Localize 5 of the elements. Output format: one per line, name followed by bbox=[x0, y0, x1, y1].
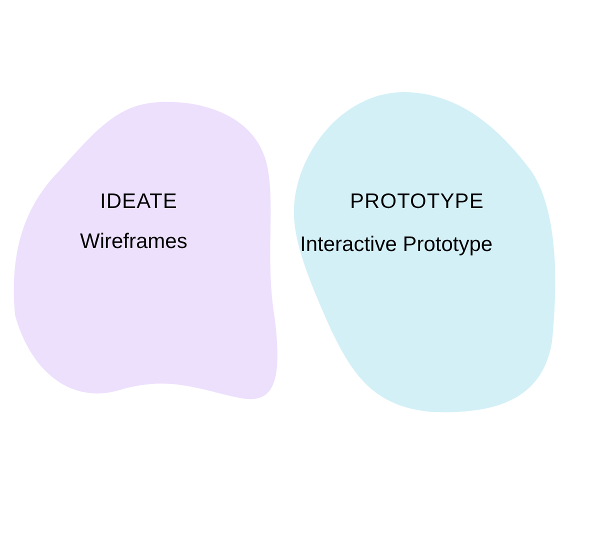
stage-title: PROTOTYPE bbox=[350, 189, 484, 215]
stage-label: Interactive Prototype bbox=[300, 232, 493, 258]
stage-title: IDEATE bbox=[100, 189, 178, 215]
blob-shape bbox=[292, 92, 558, 414]
stage-label: Wireframes bbox=[80, 229, 188, 255]
